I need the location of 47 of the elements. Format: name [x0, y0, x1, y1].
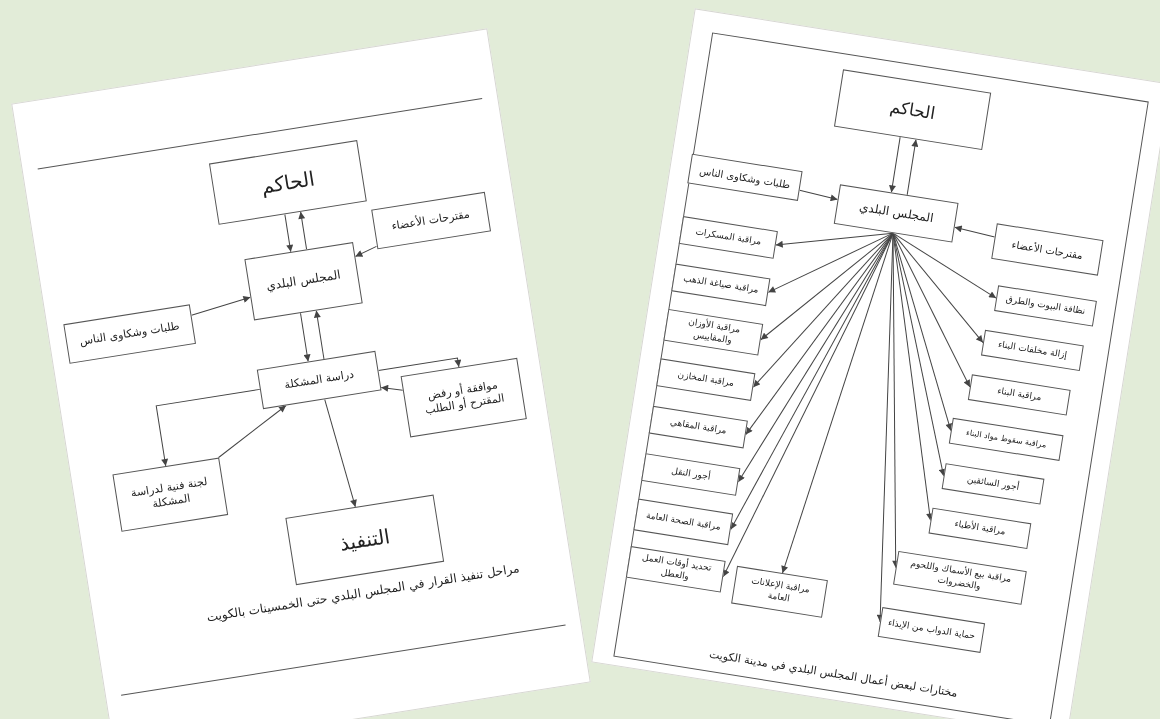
text-box: مراقبة الإعلانات العامة	[731, 565, 828, 618]
arrow	[217, 405, 287, 459]
arrow	[767, 232, 894, 293]
arrow	[284, 213, 294, 253]
text-box: مراقبة الأطباء	[928, 507, 1032, 550]
arrow	[300, 312, 311, 362]
arrow	[324, 398, 357, 508]
text-box: مراقبة الأوزان والمقاييس	[663, 308, 764, 356]
text-box: مراقبة بيع الأسماك واللحوم والخضروات	[893, 550, 1027, 605]
arrow	[155, 388, 261, 467]
text-box: إزالة مخلفات البناء	[981, 329, 1084, 372]
text-box: أجور السائقين	[941, 463, 1045, 505]
arrow	[892, 232, 984, 344]
text-box: مراقبة الصحة العامة	[633, 498, 734, 546]
arrow	[380, 384, 404, 392]
text-box: موافقة أو رفض المقترح أو الطلب	[400, 357, 527, 438]
text-box: المجلس البلدي	[244, 242, 363, 321]
text-box: مراقبة المخازن	[656, 358, 756, 401]
text-box: طلبات وشكاوى الناس	[687, 153, 803, 201]
text-box: مراقبة صياغة الذهب	[671, 263, 771, 307]
arrow	[954, 225, 996, 238]
text-box: نظافة البيوت والطرق	[994, 285, 1097, 327]
arrow	[191, 296, 251, 316]
arrow	[906, 139, 919, 196]
text-box: حماية الدواب من الإيذاء	[877, 607, 986, 653]
text-box: لجنة فنية لدراسة المشكلة	[112, 457, 229, 532]
arrow	[313, 310, 325, 360]
text-box: الحاكم	[209, 140, 367, 225]
arrow	[354, 245, 377, 257]
arrow	[889, 136, 901, 193]
text-box: دراسة المشكلة	[256, 350, 382, 410]
text-box: أجور النقل	[641, 453, 741, 496]
text-box: طلبات وشكاوى الناس	[63, 304, 196, 364]
text-box: مراقبة المقاهي	[648, 405, 748, 449]
text-box: مقترحات الأعضاء	[991, 223, 1104, 276]
text-box: مقترحات الأعضاء	[370, 191, 491, 250]
text-box: مراقبة المسكرات	[678, 216, 778, 259]
arrow	[298, 211, 308, 250]
text-box: المجلس البلدي	[833, 184, 959, 243]
arrow	[892, 232, 971, 388]
text-box: مراقبة البناء	[967, 374, 1071, 416]
text-box: مراقبة سقوط مواد البناء	[948, 417, 1064, 461]
arrow	[377, 357, 462, 372]
text-box: تحديد أوقات العمل والعطل	[625, 546, 726, 593]
text-box: الحاكم	[833, 69, 992, 151]
arrow	[799, 189, 839, 202]
arrow	[752, 232, 894, 388]
